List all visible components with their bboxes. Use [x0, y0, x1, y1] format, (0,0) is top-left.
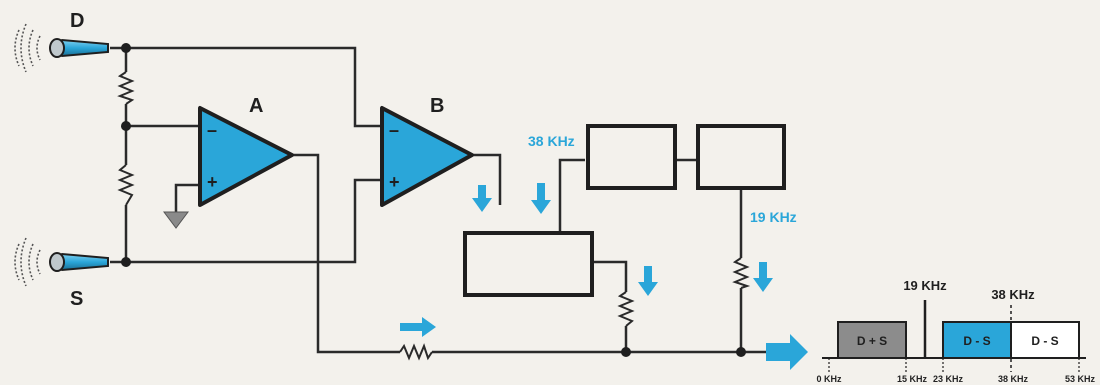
arrow-down-icon — [472, 185, 492, 212]
arrow-down-icon — [638, 266, 658, 296]
frequency-doubler-block — [586, 124, 677, 190]
spectrum-38khz-label: 38 KHz — [991, 287, 1035, 302]
op-amp-a: – + — [198, 106, 294, 207]
resistor-icon — [399, 343, 433, 361]
ground-icon — [163, 211, 189, 229]
arrow-right-icon — [400, 317, 436, 337]
op-amp-b-label: B — [430, 95, 444, 117]
spectrum-chart: D + S 19 KHz D - S D - S 38 KHz 0 KHz 15… — [816, 278, 1095, 384]
sound-waves-bottom-icon — [14, 237, 41, 287]
microphone-bottom-icon — [49, 252, 109, 272]
carrier-38khz-label: 38 KHz — [528, 133, 575, 149]
modulator-block — [463, 231, 594, 297]
diff-lower-band-box — [942, 321, 1012, 359]
op-amp-b-plus: + — [389, 172, 400, 192]
mic-top-label: D — [70, 10, 84, 32]
circuit-wires — [110, 46, 790, 354]
diff-upper-band-box — [1010, 321, 1080, 359]
resistor-icon — [732, 257, 751, 289]
resistor-icon — [617, 291, 635, 327]
sound-waves-top-icon — [14, 23, 41, 73]
op-amp-a-plus: + — [207, 172, 218, 192]
junction-dots — [121, 43, 746, 357]
tick-label: 0 KHz — [816, 374, 842, 384]
arrow-down-icon — [753, 262, 773, 292]
op-amp-a-minus: – — [207, 120, 217, 140]
arrow-down-icon — [531, 183, 551, 214]
mic-bottom-label: S — [70, 288, 83, 310]
microphone-top-icon — [49, 38, 109, 58]
output-arrow-right-icon — [766, 334, 808, 370]
op-amp-b-minus: – — [389, 120, 399, 140]
tick-label: 23 KHz — [933, 374, 964, 384]
resistor-icon — [117, 71, 135, 105]
diff-upper-band-label: D - S — [1031, 334, 1058, 348]
pilot-19khz-label: 19 KHz — [750, 209, 797, 225]
op-amp-a-label: A — [249, 95, 263, 117]
tick-label: 53 KHz — [1065, 374, 1096, 384]
diff-lower-band-label: D - S — [963, 334, 990, 348]
tick-label: 15 KHz — [897, 374, 928, 384]
spectrum-19khz-label: 19 KHz — [903, 278, 947, 293]
sum-band-label: D + S — [857, 334, 887, 348]
resistor-icon — [117, 164, 135, 206]
tick-label: 38 KHz — [998, 374, 1029, 384]
op-amp-b: – + — [380, 106, 474, 207]
oscillator-block — [696, 124, 786, 190]
sum-band-box — [837, 321, 907, 359]
